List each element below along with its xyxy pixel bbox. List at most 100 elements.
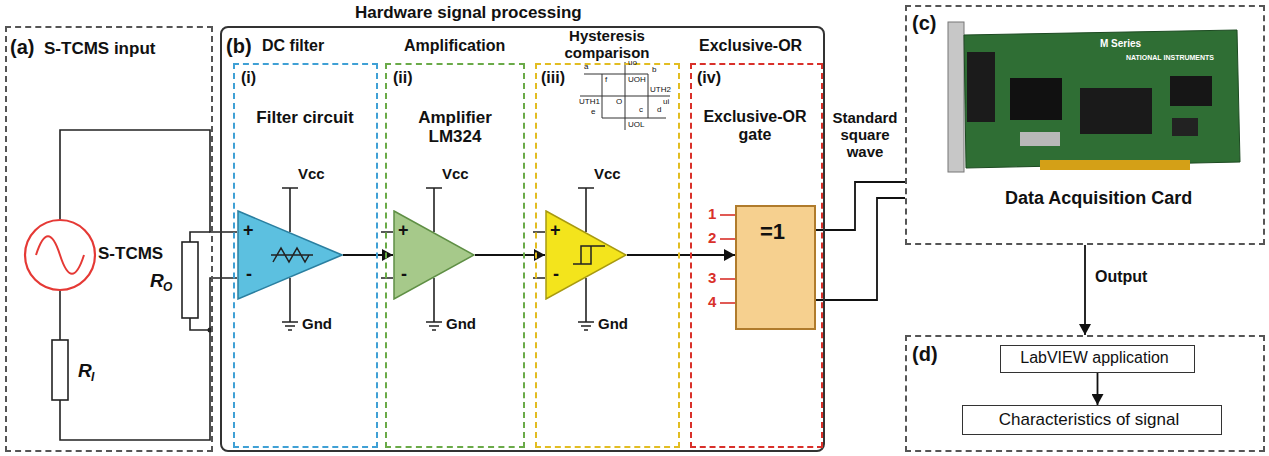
graph-label: UOL [628, 121, 644, 130]
panel-box: (a)S-TCMS input [5, 26, 213, 452]
heading: Exclusive-OR [699, 37, 802, 55]
graph-label: ui [663, 98, 669, 107]
node-label: (a) [10, 36, 34, 58]
panel-box: Hardware signal processing(b)DC filter(i… [220, 26, 825, 452]
pin-name: Gnd [598, 316, 628, 333]
heading: Hysteresis comparison [545, 28, 669, 62]
ground-symbol [578, 278, 594, 330]
node-label: Data Acquisition Card [1005, 188, 1192, 208]
wire [60, 330, 210, 440]
logic-gate-box: =1 [735, 205, 816, 330]
resistor-symbol [52, 340, 68, 400]
opamp-triangle-shape [238, 211, 342, 299]
pin-line [720, 278, 735, 280]
node-label: (c) [912, 12, 936, 34]
node-label: + [398, 220, 409, 240]
heading: Amplification [404, 37, 505, 55]
pin-number: 1 [708, 206, 716, 223]
node-label: (iii) [541, 69, 565, 87]
pin-name: Vcc [594, 166, 621, 183]
hysteresis-loop [584, 74, 648, 118]
supply-stub [426, 188, 442, 232]
wire [190, 232, 210, 242]
graph-label: a [584, 63, 588, 72]
filter-symbol [271, 248, 313, 262]
node-label: Amplifier LM324 [405, 108, 505, 146]
signal-wire [816, 182, 905, 230]
opamp-triangle: +- [545, 210, 627, 300]
graph-axis [580, 96, 670, 97]
wire [59, 290, 61, 340]
graph-label: e [591, 108, 595, 117]
card-component [1020, 132, 1060, 146]
node-label: - [553, 264, 559, 284]
pin-line [720, 214, 735, 216]
ground-symbol [426, 278, 442, 330]
pin-number: 4 [708, 294, 716, 311]
flow-arrow [1097, 373, 1099, 405]
card-bracket [948, 22, 964, 172]
card-chip [1170, 76, 1212, 106]
graph-label: UTH2 [650, 86, 671, 95]
wire [60, 130, 237, 232]
pin-number: 3 [708, 270, 716, 287]
subscript: O [163, 281, 172, 294]
opamp-triangle: +- [237, 210, 343, 300]
graph-label: f [605, 76, 607, 85]
stage-box: Hysteresis comparison(iii)+- [535, 63, 680, 448]
stage-box: Exclusive-OR(iv)Exclusive-OR gate=1 [690, 63, 823, 448]
node-label: + [550, 220, 561, 240]
card-board [964, 30, 1240, 168]
graph-label: d [657, 106, 661, 115]
component-label: S-TCMS [98, 244, 163, 263]
stage-box: DC filter(i)Filter circuit+- [233, 63, 378, 448]
node-label: - [246, 264, 252, 284]
hysteresis-symbol [573, 246, 605, 264]
graph-label: O [616, 98, 622, 107]
supply-stub [282, 188, 298, 232]
pin-line [720, 238, 735, 240]
card-connector [967, 52, 995, 122]
card-print: M Series [1100, 38, 1141, 49]
component-label: R [150, 270, 164, 291]
pin-name: Vcc [298, 166, 325, 183]
supply-stub [578, 188, 594, 232]
heading: DC filter [262, 37, 324, 55]
opamp-triangle-shape [546, 211, 626, 299]
node-label: LabVIEW application [1000, 349, 1190, 367]
resistor-symbol [182, 242, 198, 318]
heading: Hardware signal processing [355, 3, 582, 22]
node-label: (ii) [393, 69, 413, 87]
node-label: (i) [241, 69, 256, 87]
sine-symbol [36, 236, 84, 274]
pin-number: 2 [708, 230, 716, 247]
node-label: (b) [226, 35, 252, 57]
opamp-triangle-shape [394, 211, 474, 299]
node-label: =1 [735, 220, 810, 245]
process-box: LabVIEW application [1000, 345, 1195, 373]
process-box: Characteristics of signal [962, 405, 1222, 435]
panel-box: (c) Data Acquisition Card [905, 5, 1265, 245]
ground-symbol [282, 278, 298, 330]
node-label: (iv) [697, 69, 721, 87]
card-chip [1010, 78, 1062, 120]
graph-label: c [639, 106, 643, 115]
pin-name: Gnd [302, 316, 332, 333]
source-symbol [25, 220, 95, 290]
stage-box: Amplification(ii)Amplifier LM324+- [385, 63, 525, 448]
graph-label: b [652, 66, 656, 75]
pin-name: Gnd [446, 316, 476, 333]
signal-wire [816, 198, 905, 300]
opamp-triangle: +- [393, 210, 475, 300]
node-label: + [243, 220, 254, 240]
flow-arrow [627, 254, 735, 256]
node-label: - [401, 264, 407, 284]
node-label: Exclusive-OR gate [693, 108, 817, 144]
subscript: I [91, 371, 94, 384]
node-label: (d) [912, 343, 938, 365]
flow-arrow [1084, 245, 1086, 335]
hysteresis-loop [602, 74, 666, 118]
edge-label: Output [1095, 268, 1147, 286]
